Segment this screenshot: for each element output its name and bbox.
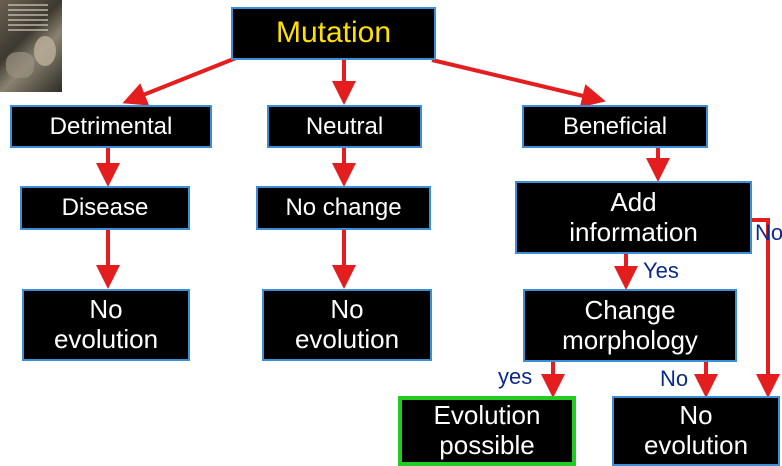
node-disease: Disease	[20, 186, 190, 230]
arrow-mutation-to-detrimental	[122, 56, 237, 106]
node-change-morphology: Change morphology	[523, 289, 737, 362]
node-mutation: Mutation	[231, 7, 436, 60]
node-neutral: Neutral	[267, 105, 422, 148]
cover-text-lines	[8, 4, 48, 34]
node-evolution-possible: Evolution possible	[398, 396, 576, 466]
node-no-change: No change	[256, 186, 431, 230]
node-no-evolution-neutral: No evolution	[262, 289, 432, 361]
edge-label-morphology-yes: yes	[498, 364, 533, 389]
cover-animal	[6, 52, 34, 78]
edge-label-add-info-no: No	[755, 220, 782, 245]
book-cover-photo	[0, 0, 62, 92]
edge-label-add-info-yes: Yes	[643, 258, 679, 283]
node-detrimental: Detrimental	[10, 105, 212, 148]
node-beneficial: Beneficial	[522, 105, 708, 148]
node-add-information: Add information	[515, 181, 752, 254]
node-no-evolution-beneficial: No evolution	[612, 396, 780, 466]
arrow-add-information-no-branch	[752, 218, 780, 398]
cover-face	[34, 36, 56, 66]
arrow-mutation-to-beneficial	[431, 58, 606, 108]
edge-label-morphology-no: No	[660, 366, 689, 391]
node-no-evolution-detrimental: No evolution	[22, 289, 190, 361]
